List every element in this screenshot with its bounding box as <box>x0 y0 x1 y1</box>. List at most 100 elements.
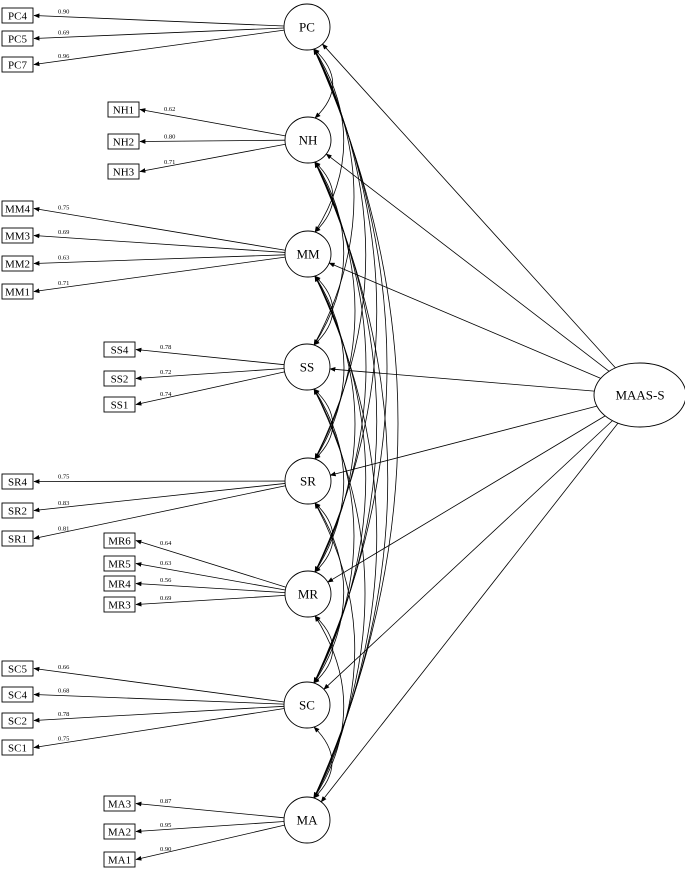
loading-value-PC7: 0.96 <box>58 53 70 60</box>
cov-SR-MA <box>313 502 356 799</box>
indicator-label-MR3: MR3 <box>108 599 131 611</box>
path-SR-to-maas-s <box>329 405 597 477</box>
indicator-label-SC5: SC5 <box>8 663 27 675</box>
loading-value-MA3: 0.87 <box>160 798 172 805</box>
path-NH-to-maas-s <box>325 153 610 372</box>
indicator-label-SS1: SS1 <box>111 399 129 411</box>
loading-path-NH3 <box>139 143 286 173</box>
loading-path-SC1 <box>33 708 285 750</box>
loading-value-SC5: 0.66 <box>58 664 70 671</box>
indicator-label-MM1: MM1 <box>5 286 30 298</box>
path-PC-to-maas-s <box>322 43 616 369</box>
loading-path-MM1 <box>33 256 286 294</box>
cov-PC-MM <box>313 48 345 233</box>
factor-label-SC: SC <box>299 698 315 713</box>
loading-path-MM2 <box>33 254 286 266</box>
loading-value-SC1: 0.75 <box>58 736 69 743</box>
loading-value-SR1: 0.81 <box>58 525 69 532</box>
indicator-label-SC4: SC4 <box>8 689 27 701</box>
loading-value-MR3: 0.69 <box>160 595 171 602</box>
factor-MA: MA <box>283 796 331 844</box>
indicator-box-SC5: SC5 <box>1 660 34 677</box>
factor-SC: SC <box>283 681 331 729</box>
loading-path-MA2 <box>135 821 285 834</box>
loading-value-NH2: 0.80 <box>164 133 175 140</box>
loading-path-MM4 <box>33 207 286 251</box>
loading-path-SS4 <box>135 347 285 366</box>
loading-value-PC5: 0.69 <box>58 29 69 36</box>
indicator-box-SC1: SC1 <box>1 739 34 756</box>
indicator-box-SS4: SS4 <box>103 341 136 358</box>
indicator-label-MA3: MA3 <box>108 798 132 810</box>
loading-value-MM1: 0.71 <box>58 280 69 287</box>
nodes: PC4PC5PC7NH1NH2NH3MM4MM3MM2MM1SS4SS2SS1S… <box>1 3 685 868</box>
factor-NH: NH <box>284 116 332 164</box>
loading-value-SR4: 0.75 <box>58 473 69 480</box>
outcome-maas-s: MAAS-S <box>593 362 685 428</box>
indicator-label-NH1: NH1 <box>113 104 134 116</box>
indicator-box-PC7: PC7 <box>1 56 34 73</box>
indicator-label-SC1: SC1 <box>8 742 27 754</box>
cov-SC-MA <box>313 726 333 799</box>
cov-SS-MA <box>313 388 366 799</box>
indicator-box-MA1: MA1 <box>103 851 136 868</box>
factor-label-PC: PC <box>299 20 315 35</box>
loading-value-MR5: 0.63 <box>160 560 171 567</box>
loading-path-SR1 <box>33 485 286 540</box>
indicator-label-NH3: NH3 <box>113 166 135 178</box>
loading-value-MA1: 0.90 <box>160 846 171 853</box>
cov-PC-NH <box>313 48 334 119</box>
loading-path-NH1 <box>139 108 286 137</box>
indicator-label-MR5: MR5 <box>108 558 131 570</box>
loading-path-SC4 <box>33 692 285 705</box>
loading-path-SC2 <box>33 705 285 723</box>
loading-path-MM3 <box>33 233 286 253</box>
indicator-box-MM2: MM2 <box>1 255 34 272</box>
loading-path-SS2 <box>135 368 285 381</box>
covariance-arcs <box>313 48 399 799</box>
cov-NH-SS <box>313 161 345 346</box>
regression-paths <box>320 43 619 803</box>
factor-MM: MM <box>284 230 332 278</box>
cov-SS-SR <box>313 388 334 460</box>
indicator-box-PC4: PC4 <box>1 7 34 24</box>
indicator-box-SS1: SS1 <box>103 396 136 413</box>
indicator-label-MM3: MM3 <box>5 230 31 242</box>
cov-PC-SS <box>313 48 355 346</box>
indicator-box-MM3: MM3 <box>1 227 34 244</box>
loading-value-PC4: 0.90 <box>58 9 69 16</box>
indicator-box-NH3: NH3 <box>107 163 140 180</box>
path-MM-to-maas-s <box>328 262 601 379</box>
indicator-box-NH1: NH1 <box>107 101 140 118</box>
indicator-box-SS2: SS2 <box>103 370 136 387</box>
loading-value-SS2: 0.72 <box>160 369 171 376</box>
loading-path-MA3 <box>135 801 285 819</box>
loading-path-MR4 <box>135 581 286 594</box>
indicator-box-MR4: MR4 <box>103 575 136 592</box>
indicator-box-NH2: NH2 <box>107 133 140 150</box>
factor-label-SR: SR <box>300 474 316 489</box>
loading-value-NH1: 0.62 <box>164 106 175 113</box>
loading-path-MR6 <box>135 539 287 588</box>
factor-label-SS: SS <box>300 360 314 375</box>
factor-MR: MR <box>284 570 332 618</box>
path-MR-to-maas-s <box>327 415 606 583</box>
loading-path-MA1 <box>135 824 285 861</box>
loading-value-SC2: 0.78 <box>58 711 69 718</box>
path-MA-to-maas-s <box>320 422 619 803</box>
indicator-box-MR5: MR5 <box>103 555 136 572</box>
loading-path-MR5 <box>135 562 286 591</box>
loading-value-MM2: 0.63 <box>58 255 69 262</box>
indicator-label-SS2: SS2 <box>111 373 129 385</box>
path-SC-to-maas-s <box>323 420 613 690</box>
loading-path-PC7 <box>33 29 285 67</box>
indicator-label-MM2: MM2 <box>5 258 30 270</box>
cov-SS-MR <box>313 388 345 573</box>
loading-value-MM4: 0.75 <box>58 205 69 212</box>
indicator-label-SR2: SR2 <box>8 505 27 517</box>
factor-label-MA: MA <box>297 813 319 828</box>
loading-value-SS1: 0.74 <box>160 391 172 398</box>
indicator-box-SR2: SR2 <box>1 502 34 519</box>
loading-path-PC5 <box>33 27 285 41</box>
